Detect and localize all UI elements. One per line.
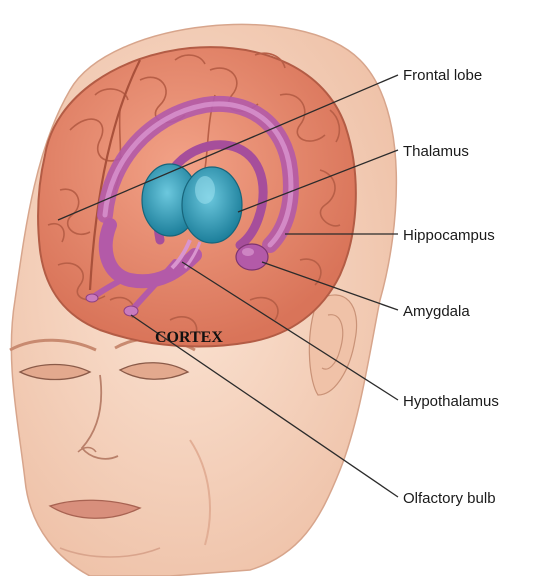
- olfactory-bulb: [124, 306, 138, 316]
- label-olfactory-bulb: Olfactory bulb: [403, 490, 496, 507]
- label-hypothalamus: Hypothalamus: [403, 393, 499, 410]
- amygdala: [236, 244, 268, 270]
- label-thalamus: Thalamus: [403, 143, 469, 160]
- thalamus-right: [182, 167, 242, 243]
- label-frontal-lobe: Frontal lobe: [403, 67, 482, 84]
- label-cortex: CORTEX: [155, 329, 223, 346]
- label-amygdala: Amygdala: [403, 303, 470, 320]
- label-hippocampus: Hippocampus: [403, 227, 495, 244]
